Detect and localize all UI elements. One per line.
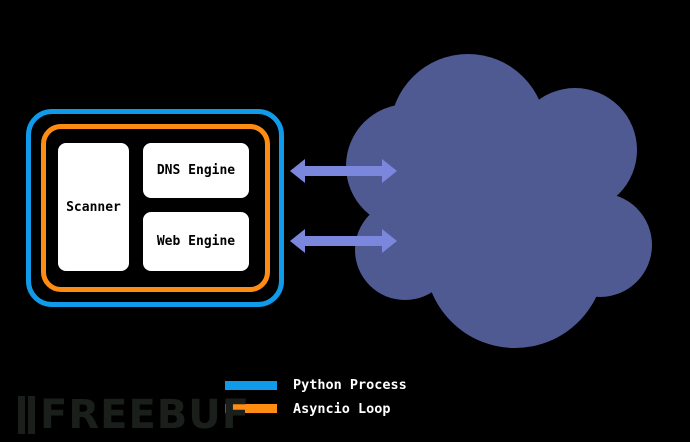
legend-label-python-process: Python Process: [293, 377, 407, 393]
legend-swatch-asyncio-loop: [225, 404, 277, 413]
cloud-icon: [346, 54, 652, 348]
watermark-text: FREEBUF: [40, 392, 251, 438]
web-engine-label: Web Engine: [156, 234, 236, 249]
arrow-icon: [290, 229, 397, 253]
arrow-icon: [290, 159, 397, 183]
asyncio-loop-box: [41, 124, 270, 292]
legend-label-asyncio-loop: Asyncio Loop: [293, 401, 391, 417]
legend-swatch-python-process: [225, 381, 277, 390]
dns-engine-module: DNS Engine: [143, 143, 249, 198]
watermark-logo: [18, 396, 35, 434]
dns-engine-label: DNS Engine: [156, 163, 236, 178]
scanner-module: Scanner: [58, 143, 129, 271]
web-engine-module: Web Engine: [143, 212, 249, 271]
scanner-label: Scanner: [66, 199, 121, 215]
python-process-box: [26, 109, 284, 307]
